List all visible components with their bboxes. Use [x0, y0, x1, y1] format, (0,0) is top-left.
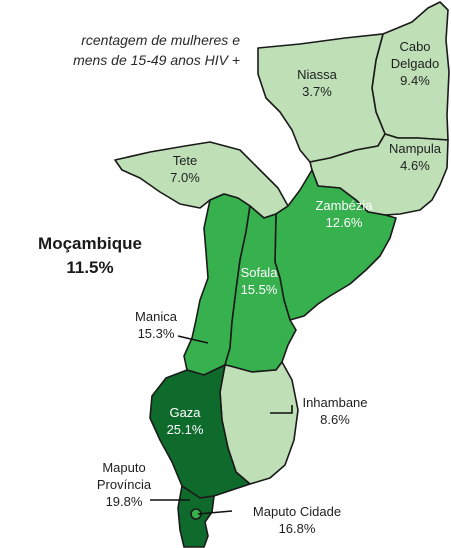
- label-sofala-value: 15.5%: [240, 282, 278, 297]
- label-zambezia-value: 12.6%: [325, 215, 363, 230]
- label-inhambane: Inhambane 8.6%: [290, 394, 380, 428]
- leader-maputo-cidade: [197, 510, 233, 515]
- label-manica: Manica 15.3%: [126, 308, 186, 342]
- label-niassa: Niassa 3.7%: [282, 66, 352, 100]
- label-nampula: Nampula 4.6%: [380, 140, 450, 174]
- label-niassa-name: Niassa: [297, 67, 337, 82]
- label-zambezia: Zambézia 12.6%: [304, 197, 384, 231]
- label-nampula-name: Nampula: [388, 141, 442, 156]
- label-maputo-cidade: Maputo Cidade 16.8%: [232, 503, 362, 537]
- label-maputo-provincia-value: 19.8%: [105, 494, 143, 509]
- label-tete: Tete 7.0%: [160, 152, 210, 186]
- label-gaza-name: Gaza: [169, 405, 201, 420]
- label-gaza: Gaza 25.1%: [160, 404, 210, 438]
- national-percent: 11.5%: [66, 258, 114, 277]
- national-value: Moçambique 11.5%: [20, 232, 160, 280]
- label-maputo-cidade-value: 16.8%: [278, 521, 316, 536]
- label-cabo-delgado: Cabo Delgado 9.4%: [386, 38, 444, 89]
- label-maputo-provincia: Maputo Província 19.8%: [88, 459, 160, 510]
- map-title-line-1: rcentagem de mulheres e: [81, 32, 240, 48]
- label-maputo-cidade-name: Maputo Cidade: [252, 504, 342, 519]
- label-maputo-provincia-name-2: Província: [96, 477, 152, 492]
- label-niassa-value: 3.7%: [302, 84, 332, 99]
- label-tete-value: 7.0%: [170, 170, 200, 185]
- national-name: Moçambique: [38, 234, 142, 253]
- label-manica-value: 15.3%: [137, 326, 175, 341]
- label-sofala: Sofala 15.5%: [234, 264, 284, 298]
- label-maputo-provincia-name-1: Maputo: [102, 460, 146, 475]
- label-gaza-value: 25.1%: [166, 422, 204, 437]
- label-tete-name: Tete: [172, 153, 198, 168]
- label-cabo-delgado-name-2: Delgado: [390, 56, 440, 71]
- map-title: rcentagem de mulheres e mens de 15-49 an…: [0, 30, 240, 70]
- label-inhambane-value: 8.6%: [320, 412, 350, 427]
- label-sofala-name: Sofala: [240, 265, 278, 280]
- label-cabo-delgado-value: 9.4%: [400, 73, 430, 88]
- province-gaza[interactable]: [149, 364, 251, 499]
- leader-inhambane: [270, 405, 293, 414]
- label-nampula-value: 4.6%: [400, 158, 430, 173]
- label-manica-name: Manica: [135, 309, 177, 324]
- label-inhambane-name: Inhambane: [302, 395, 368, 410]
- map-title-line-2: mens de 15-49 anos HIV +: [73, 52, 240, 68]
- label-zambezia-name: Zambézia: [315, 198, 373, 213]
- leader-manica: [177, 335, 209, 344]
- label-cabo-delgado-name-1: Cabo: [399, 39, 431, 54]
